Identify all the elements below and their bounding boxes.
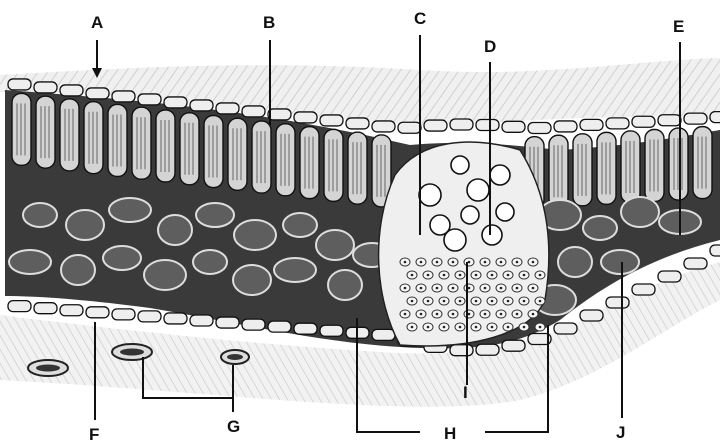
spongy-cell	[583, 216, 617, 240]
epidermal-cell	[658, 115, 681, 126]
epidermal-cell	[606, 297, 629, 308]
spongy-cell	[109, 198, 151, 222]
epidermal-cell	[268, 109, 291, 120]
epidermal-cell	[86, 307, 109, 318]
spongy-cell	[274, 258, 316, 282]
epidermal-cell	[8, 301, 31, 312]
spongy-cell	[158, 215, 192, 245]
xylem-vessel	[430, 215, 450, 235]
xylem-vessel	[451, 156, 469, 174]
epidermal-cell	[424, 120, 447, 131]
spongy-cell	[196, 203, 234, 227]
epidermal-cell	[164, 97, 187, 108]
epidermal-cell	[34, 303, 57, 314]
epidermal-cell	[294, 112, 317, 123]
epidermal-cell	[86, 88, 109, 99]
xylem-vessel	[482, 225, 502, 245]
epidermal-cell	[320, 115, 343, 126]
epidermal-cell	[216, 317, 239, 328]
epidermal-cell	[658, 271, 681, 282]
epidermal-cell	[190, 315, 213, 326]
spongy-cell	[601, 250, 639, 274]
epidermal-cell	[580, 119, 603, 130]
epidermal-cell	[320, 325, 343, 336]
epidermal-cell	[294, 323, 317, 334]
label-f: F	[89, 425, 99, 444]
epidermal-cell	[710, 245, 720, 256]
label-b: B	[263, 13, 275, 32]
label-g: G	[227, 417, 240, 436]
label-j: J	[616, 423, 625, 442]
epidermal-cell	[60, 85, 83, 96]
label-d: D	[484, 37, 496, 56]
xylem-vessel	[461, 206, 479, 224]
epidermal-cell	[632, 116, 655, 127]
epidermal-cell	[554, 121, 577, 132]
epidermal-cell	[242, 319, 265, 330]
epidermal-cell	[398, 122, 421, 133]
xylem-vessel	[467, 179, 489, 201]
epidermal-cell	[580, 310, 603, 321]
spongy-cell	[283, 213, 317, 237]
spongy-cell	[316, 230, 354, 260]
spongy-cell	[233, 265, 271, 295]
spongy-cell	[328, 270, 362, 300]
epidermal-cell	[684, 258, 707, 269]
epidermal-cell	[112, 91, 135, 102]
epidermal-cell	[450, 119, 473, 130]
vascular-bundle	[379, 142, 549, 346]
spongy-cell	[234, 220, 276, 250]
label-c: C	[414, 9, 426, 28]
epidermal-cell	[164, 313, 187, 324]
epidermal-cell	[34, 82, 57, 93]
epidermal-cell	[138, 94, 161, 105]
epidermal-cell	[372, 329, 395, 340]
epidermal-cell	[190, 100, 213, 111]
spongy-cell	[558, 247, 592, 277]
spongy-cell	[621, 197, 659, 227]
epidermal-cell	[554, 323, 577, 334]
epidermal-cell	[476, 344, 499, 355]
epidermal-cell	[710, 112, 720, 123]
spongy-cell	[103, 246, 141, 270]
epidermal-cell	[476, 120, 499, 131]
epidermal-cell	[8, 79, 31, 90]
label-i: I	[463, 383, 468, 402]
epidermal-cell	[450, 345, 473, 356]
spongy-cell	[61, 255, 95, 285]
xylem-vessel	[490, 165, 510, 185]
epidermal-cell	[632, 284, 655, 295]
xylem-vessel	[419, 184, 441, 206]
spongy-cell	[193, 250, 227, 274]
epidermal-cell	[138, 311, 161, 322]
epidermal-cell	[268, 321, 291, 332]
spongy-cell	[23, 203, 57, 227]
epidermal-cell	[606, 118, 629, 129]
spongy-cell	[9, 250, 51, 274]
label-e: E	[673, 17, 684, 36]
xylem-vessel	[496, 203, 514, 221]
label-h: H	[444, 424, 456, 443]
spongy-cell	[144, 260, 186, 290]
epidermal-cell	[502, 340, 525, 351]
epidermal-cell	[346, 118, 369, 129]
epidermal-cell	[60, 305, 83, 316]
epidermal-cell	[528, 123, 551, 134]
label-a: A	[91, 13, 103, 32]
epidermal-cell	[242, 106, 265, 117]
epidermal-cell	[502, 121, 525, 132]
epidermal-cell	[216, 103, 239, 114]
epidermal-cell	[112, 309, 135, 320]
epidermal-cell	[372, 121, 395, 132]
spongy-cell	[66, 210, 104, 240]
epidermal-cell	[684, 113, 707, 124]
